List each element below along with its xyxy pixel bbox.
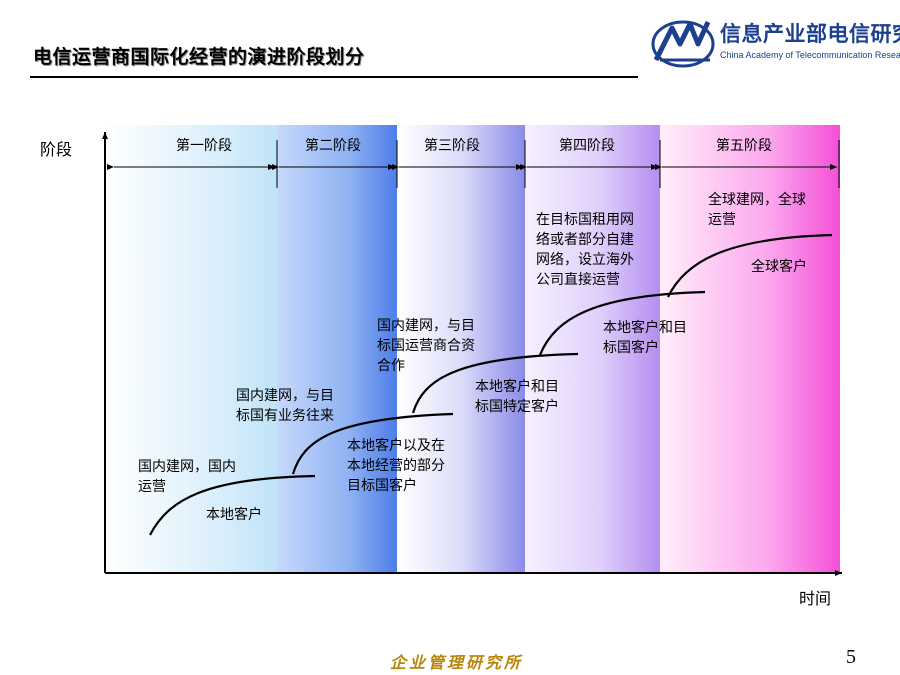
stage-band-4 [525, 125, 660, 573]
stage-3-operation-model: 国内建网，与目标国运营商合资合作 [377, 318, 475, 374]
y-axis-label: 阶段 [40, 140, 73, 159]
stage-1-operation-model: 国内建网，国内运营 [138, 459, 236, 495]
stage-label-4: 第四阶段 [559, 138, 615, 154]
growth-curves [149, 233, 833, 536]
logo-mark-icon [651, 20, 715, 68]
stage-band-3 [397, 125, 525, 573]
stage-5-customers: 全球客户 [751, 259, 807, 275]
stage-band-2 [277, 125, 397, 573]
growth-curve-5 [667, 233, 833, 298]
stage-label-3: 第三阶段 [424, 138, 480, 154]
stage-2-customers: 本地客户以及在本地经营的部分目标国客户 [347, 438, 445, 494]
stage-label-2: 第二阶段 [305, 138, 361, 154]
growth-curve-3 [411, 352, 579, 414]
logo-english-name: China Academy of Telecommunication Resea… [720, 50, 900, 60]
x-axis-label: 时间 [799, 589, 832, 608]
stage-band-5 [660, 125, 840, 573]
growth-curve-4 [538, 290, 706, 356]
page-number: 5 [846, 646, 856, 668]
stage-label-1: 第一阶段 [176, 138, 232, 154]
stage-5-operation-model: 全球建网，全球运营 [708, 192, 806, 228]
title-underline [30, 76, 638, 78]
stage-band-1 [105, 125, 277, 573]
page-title: 电信运营商国际化经营的演进阶段划分 [33, 46, 365, 68]
stage-3-customers: 本地客户和目标国特定客户 [475, 379, 559, 415]
stage-1-customers: 本地客户 [206, 507, 262, 523]
logo-chinese-name: 信息产业部电信研究院 [720, 22, 900, 46]
growth-curve-2 [291, 412, 454, 475]
logo: 信息产业部电信研究院 China Academy of Telecommunic… [650, 14, 900, 72]
stage-4-operation-model: 在目标国租用网络或者部分自建网络，设立海外公司直接运营 [536, 212, 634, 288]
stage-label-5: 第五阶段 [716, 138, 772, 154]
growth-curve-1 [149, 474, 316, 536]
stage-4-customers: 本地客户和目标国客户 [603, 320, 687, 356]
stage-2-operation-model: 国内建网，与目标国有业务往来 [236, 388, 334, 424]
footer-organization: 企业管理研究所 [390, 653, 524, 672]
